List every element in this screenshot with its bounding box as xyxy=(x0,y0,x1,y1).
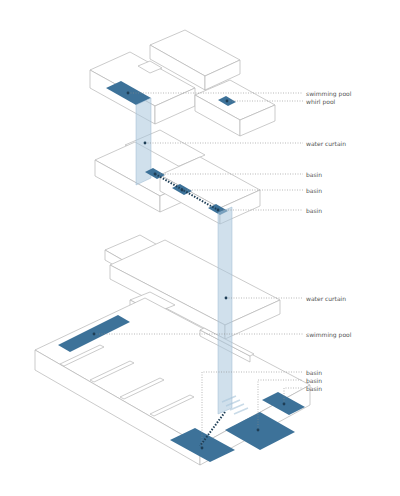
callout-label: water curtain xyxy=(306,140,346,147)
callout-label: whirl pool xyxy=(306,98,335,105)
callout-label: basin xyxy=(306,385,322,392)
callout-label: swimming pool xyxy=(306,331,351,338)
callout-label: basin xyxy=(306,187,322,194)
level-one-water xyxy=(106,81,236,106)
water-curtain-lower xyxy=(218,207,232,414)
ground-level-slab xyxy=(35,298,310,465)
callout-label: basin xyxy=(306,377,322,384)
level-two-volumes xyxy=(95,130,260,224)
level-one-volumes xyxy=(90,30,275,136)
callout-label: swimming pool xyxy=(306,90,351,97)
leader-dots xyxy=(93,92,286,450)
callout-label: basin xyxy=(306,171,322,178)
leader-lines xyxy=(94,93,303,448)
callout-label: water curtain xyxy=(306,295,346,302)
callout-label: basin xyxy=(306,369,322,376)
ground-level-water xyxy=(58,315,305,462)
callout-label: basin xyxy=(306,207,322,214)
level-two-water xyxy=(145,168,228,215)
